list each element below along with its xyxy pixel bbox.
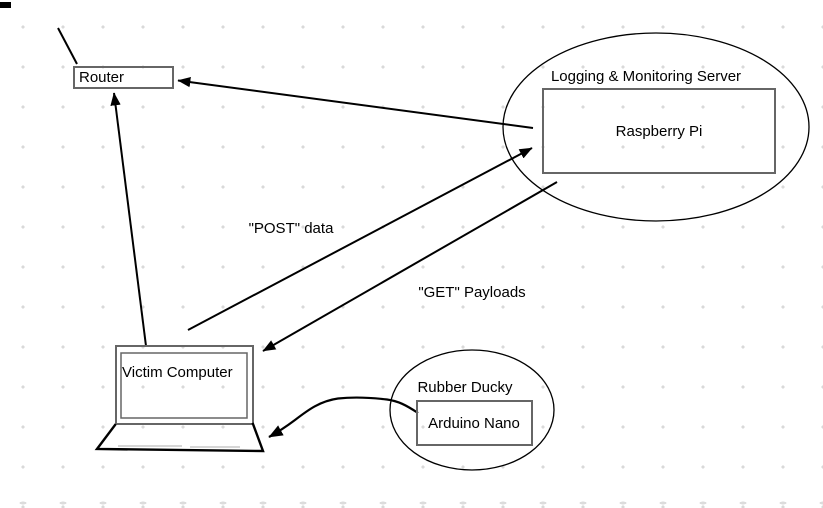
- edge-raspberrypi-to-router[interactable]: [177, 76, 534, 129]
- arduino-nano-label: Arduino Nano: [428, 415, 520, 432]
- raspberry-pi-node[interactable]: [542, 88, 776, 174]
- edge-ducky-to-victim[interactable]: [268, 396, 419, 438]
- rubber-ducky-label: Rubber Ducky: [417, 379, 513, 396]
- arduino-nano-node[interactable]: [416, 400, 533, 446]
- laptop-screen-inner: [120, 352, 248, 419]
- logging-server-label: Logging & Monitoring Server: [551, 68, 741, 85]
- logging-server-node[interactable]: [502, 32, 810, 222]
- edge-post-data[interactable]: [187, 147, 533, 331]
- router-label: Router: [79, 69, 124, 86]
- router-antenna-line: [57, 27, 78, 65]
- page-edge-dots: [0, 499, 823, 507]
- router-node[interactable]: [73, 66, 174, 89]
- laptop-screen-outer: [115, 345, 254, 425]
- edge-get-payloads[interactable]: [262, 181, 558, 352]
- edge-label-get-payloads[interactable]: "GET" Payloads: [418, 284, 525, 301]
- rubber-ducky-node[interactable]: [389, 349, 555, 471]
- victim-computer-label: Victim Computer: [122, 364, 233, 381]
- edge-victim-to-router[interactable]: [110, 92, 147, 347]
- raspberry-pi-label: Raspberry Pi: [616, 123, 703, 140]
- laptop-base: [94, 422, 265, 453]
- edge-label-post-data[interactable]: "POST" data: [249, 220, 335, 237]
- screen-corner-artifact: [0, 2, 11, 8]
- victim-computer-node[interactable]: Victim Computer: [94, 345, 265, 453]
